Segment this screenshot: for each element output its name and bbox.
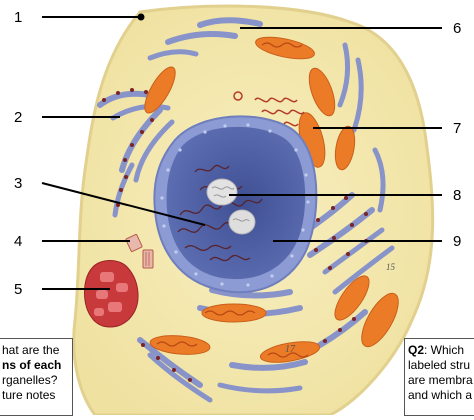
leader-lines: [41, 13, 442, 290]
nucleus: [153, 115, 318, 294]
question-left-line-1: hat are the: [2, 343, 60, 357]
label-6: 6: [453, 20, 462, 37]
question-box-right: Q2: Which labeled stru are membra and wh…: [404, 338, 474, 416]
question-right-line-2: labeled stru: [408, 358, 471, 372]
question-left-line-3: rganelles?: [2, 373, 58, 387]
nuclear-pores: [160, 123, 310, 287]
question-left-line-4: ture notes: [2, 388, 56, 402]
label-2: 2: [14, 109, 23, 126]
question-box-left: hat are the ns of each rganelles? ture n…: [0, 338, 73, 416]
question-left-line-2: ns of each: [2, 358, 62, 372]
model-tag-17: 17: [285, 344, 296, 355]
question-right-line-3: are membra: [408, 373, 473, 387]
question-right-label: Q2: [408, 343, 425, 357]
model-tag-15: 15: [386, 262, 396, 272]
question-right-line-4: and which a: [408, 388, 473, 402]
leader-line-3: [41, 182, 206, 226]
label-4: 4: [14, 233, 23, 250]
label-9: 9: [453, 233, 462, 250]
label-1: 1: [14, 9, 23, 26]
label-5: 5: [14, 281, 23, 298]
mitochondria: [144, 36, 399, 363]
label-3: 3: [14, 175, 23, 192]
lysosomes: [84, 260, 139, 328]
label-7: 7: [453, 120, 462, 137]
centrioles: [125, 233, 154, 269]
label-8: 8: [453, 187, 462, 204]
nucleolus: [206, 178, 256, 235]
question-right-line-1: Q2: Which: [408, 343, 465, 357]
mitochondria-cristae: [156, 42, 309, 358]
